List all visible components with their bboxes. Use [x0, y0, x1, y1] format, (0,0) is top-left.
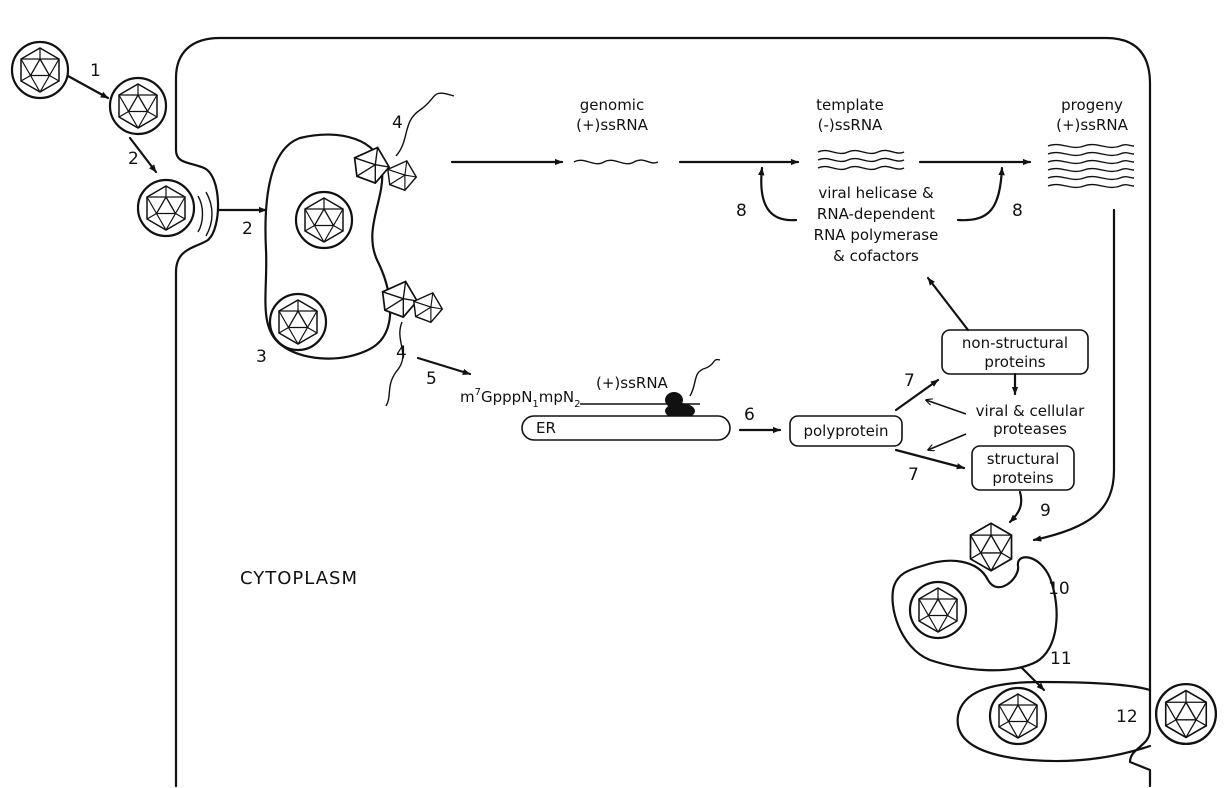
progeny-rna-label: progeny [1061, 96, 1123, 114]
enzyme-line-4: & cofactors [833, 247, 919, 265]
virion-in-exocytosis-icon [990, 688, 1046, 744]
enzyme-line-3: RNA polymerase [814, 226, 939, 244]
step-5-label: 5 [426, 369, 437, 389]
step-7b-label: 7 [908, 465, 919, 485]
progeny-rna-type: (+)ssRNA [1056, 116, 1129, 134]
step-4b-label: 4 [396, 343, 407, 363]
genomic-rna-type: (+)ssRNA [576, 116, 649, 134]
step-9-label: 9 [1040, 501, 1051, 521]
structural-line-2: proteins [992, 469, 1053, 487]
enzyme-line-1: viral helicase & [818, 184, 934, 202]
step-8b-label: 8 [1012, 201, 1023, 221]
mrna-label: (+)ssRNA [596, 374, 669, 392]
step-12-label: 12 [1116, 707, 1138, 727]
cap-structure: m7GpppN1mpN2 [460, 387, 581, 410]
nonstructural-line-1: non-structural [962, 334, 1068, 352]
polyprotein-label: polyprotein [803, 422, 888, 440]
assembled-capsid-icon [970, 523, 1011, 571]
virion-in-endosome-1-icon [296, 192, 352, 248]
step-3-label: 3 [256, 347, 267, 367]
enzyme-line-2: RNA-dependent [817, 205, 935, 223]
cytoplasm-label: CYTOPLASM [240, 568, 358, 589]
virion-outside-icon [12, 42, 68, 98]
step-8a-label: 8 [736, 201, 747, 221]
template-rna-strands [818, 150, 904, 169]
step-1-label: 1 [90, 61, 101, 81]
step-2-label: 2 [128, 149, 139, 169]
virion-attached-icon [110, 78, 166, 134]
nonstructural-line-2: proteins [984, 353, 1045, 371]
step-7a-label: 7 [904, 371, 915, 391]
genomic-rna-label: genomic [580, 96, 644, 114]
proteases-line-2: proteases [993, 420, 1067, 438]
proteases-line-1: viral & cellular [976, 402, 1085, 420]
virion-in-endosome-2-icon [270, 294, 326, 350]
template-rna-label: template [816, 96, 884, 114]
er-label: ER [536, 419, 556, 437]
capsid-fragment-upper-2-icon [388, 161, 417, 190]
structural-line-1: structural [987, 450, 1060, 468]
step-4a-label: 4 [392, 113, 403, 133]
step-6-label: 6 [744, 405, 755, 425]
virion-in-vesicle-icon [910, 582, 966, 638]
virion-endocytosis-icon [138, 180, 194, 236]
template-rna-type: (-)ssRNA [818, 116, 883, 134]
capsid-fragment-upper-1-icon [355, 147, 390, 183]
step-11-label: 11 [1050, 649, 1072, 669]
progeny-rna-strands [1048, 145, 1134, 188]
released-virion-icon [1156, 684, 1216, 744]
step-10-label: 10 [1048, 579, 1070, 599]
step-2b-label: 2 [242, 219, 253, 239]
genomic-rna-strand [574, 160, 658, 164]
capsid-fragment-lower-2-icon [414, 293, 443, 322]
